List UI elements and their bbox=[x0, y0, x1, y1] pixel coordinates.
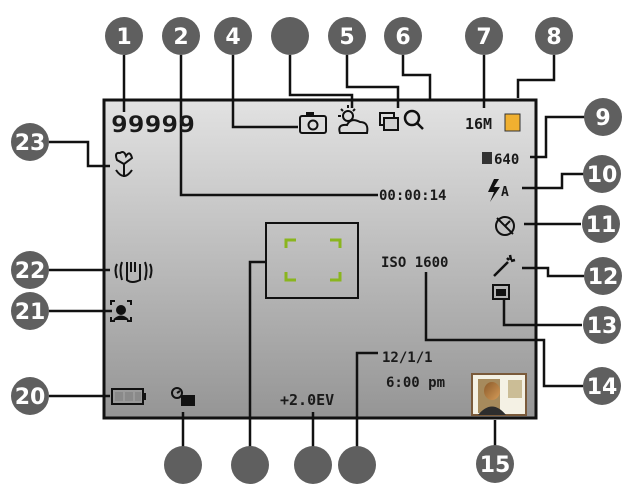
callout-blank-b1 bbox=[164, 446, 202, 484]
ev-value: +2.0EV bbox=[280, 391, 334, 409]
callout-5: 5 bbox=[328, 17, 366, 55]
flash-auto-icon: A bbox=[488, 179, 509, 202]
battery-icon bbox=[111, 388, 146, 405]
svg-text:A: A bbox=[501, 185, 509, 200]
magic-wand-icon bbox=[493, 254, 516, 277]
thumbnail-photo bbox=[471, 373, 527, 416]
callout-blank-b3 bbox=[294, 446, 332, 484]
iso-indicator: ISO 1600 bbox=[381, 255, 448, 271]
callout-10: 10 bbox=[583, 155, 621, 193]
svg-text:1: 1 bbox=[116, 25, 131, 50]
callout-9: 9 bbox=[584, 98, 622, 136]
svg-text:22: 22 bbox=[15, 259, 46, 284]
svg-text:21: 21 bbox=[15, 300, 46, 325]
shots-remaining: 99999 bbox=[111, 113, 195, 138]
image-size-indicator: 16M bbox=[465, 113, 521, 133]
camera-icon bbox=[299, 112, 327, 134]
callout-markers: 1 2 4 5 6 7 8 9 10 11 12 13 14 15 20 21 … bbox=[11, 17, 622, 484]
iso-label: ISO 1600 bbox=[381, 255, 448, 271]
callout-13: 13 bbox=[583, 306, 621, 344]
face-detect-icon bbox=[110, 300, 132, 322]
svg-text:8: 8 bbox=[546, 25, 561, 50]
svg-text:10: 10 bbox=[587, 163, 618, 188]
date-value: 12/1/1 bbox=[382, 350, 433, 366]
self-timer-icon bbox=[495, 216, 515, 236]
svg-text:2: 2 bbox=[173, 25, 188, 50]
callout-blank-b4 bbox=[338, 446, 376, 484]
callout-20: 20 bbox=[11, 377, 49, 415]
callout-22: 22 bbox=[11, 251, 49, 289]
svg-text:20: 20 bbox=[15, 385, 46, 410]
svg-text:4: 4 bbox=[225, 25, 240, 50]
video-size-indicator: 640 bbox=[482, 152, 519, 168]
svg-text:15: 15 bbox=[480, 453, 511, 478]
svg-text:9: 9 bbox=[595, 106, 610, 131]
leader-lines bbox=[49, 55, 592, 465]
callout-14: 14 bbox=[583, 367, 621, 405]
image-size-label: 16M bbox=[465, 115, 492, 133]
callout-23: 23 bbox=[11, 123, 49, 161]
callout-21: 21 bbox=[11, 292, 49, 330]
callout-8: 8 bbox=[535, 17, 573, 55]
callout-11: 11 bbox=[582, 205, 620, 243]
macro-icon bbox=[115, 151, 134, 178]
quality-icon bbox=[504, 113, 521, 132]
lcd-screen bbox=[102, 98, 538, 420]
callout-6: 6 bbox=[384, 17, 422, 55]
svg-text:11: 11 bbox=[586, 213, 617, 238]
focus-frame bbox=[265, 222, 359, 299]
callout-12: 12 bbox=[584, 257, 622, 295]
callout-blank-b2 bbox=[231, 446, 269, 484]
callout-2: 2 bbox=[162, 17, 200, 55]
svg-text:14: 14 bbox=[587, 375, 618, 400]
svg-text:13: 13 bbox=[587, 314, 618, 339]
svg-text:7: 7 bbox=[476, 25, 491, 50]
callout-1: 1 bbox=[105, 17, 143, 55]
recording-time: 00:00:14 bbox=[379, 188, 446, 204]
callout-4: 4 bbox=[214, 17, 252, 55]
svg-text:6: 6 bbox=[395, 25, 410, 50]
svg-text:23: 23 bbox=[15, 131, 46, 156]
frame-icon bbox=[492, 284, 510, 300]
callout-blank-top bbox=[271, 17, 309, 55]
cloudy-icon bbox=[338, 105, 369, 134]
svg-text:12: 12 bbox=[588, 265, 619, 290]
svg-text:5: 5 bbox=[339, 25, 354, 50]
date-stamp-icon bbox=[171, 387, 195, 406]
magnifier-icon bbox=[403, 109, 424, 130]
burst-icon bbox=[379, 112, 399, 131]
time-value: 6:00 pm bbox=[386, 375, 445, 391]
stabilizer-icon bbox=[114, 261, 153, 283]
callout-7: 7 bbox=[465, 17, 503, 55]
video-size-label: 640 bbox=[494, 152, 519, 168]
callout-15: 15 bbox=[476, 445, 514, 483]
